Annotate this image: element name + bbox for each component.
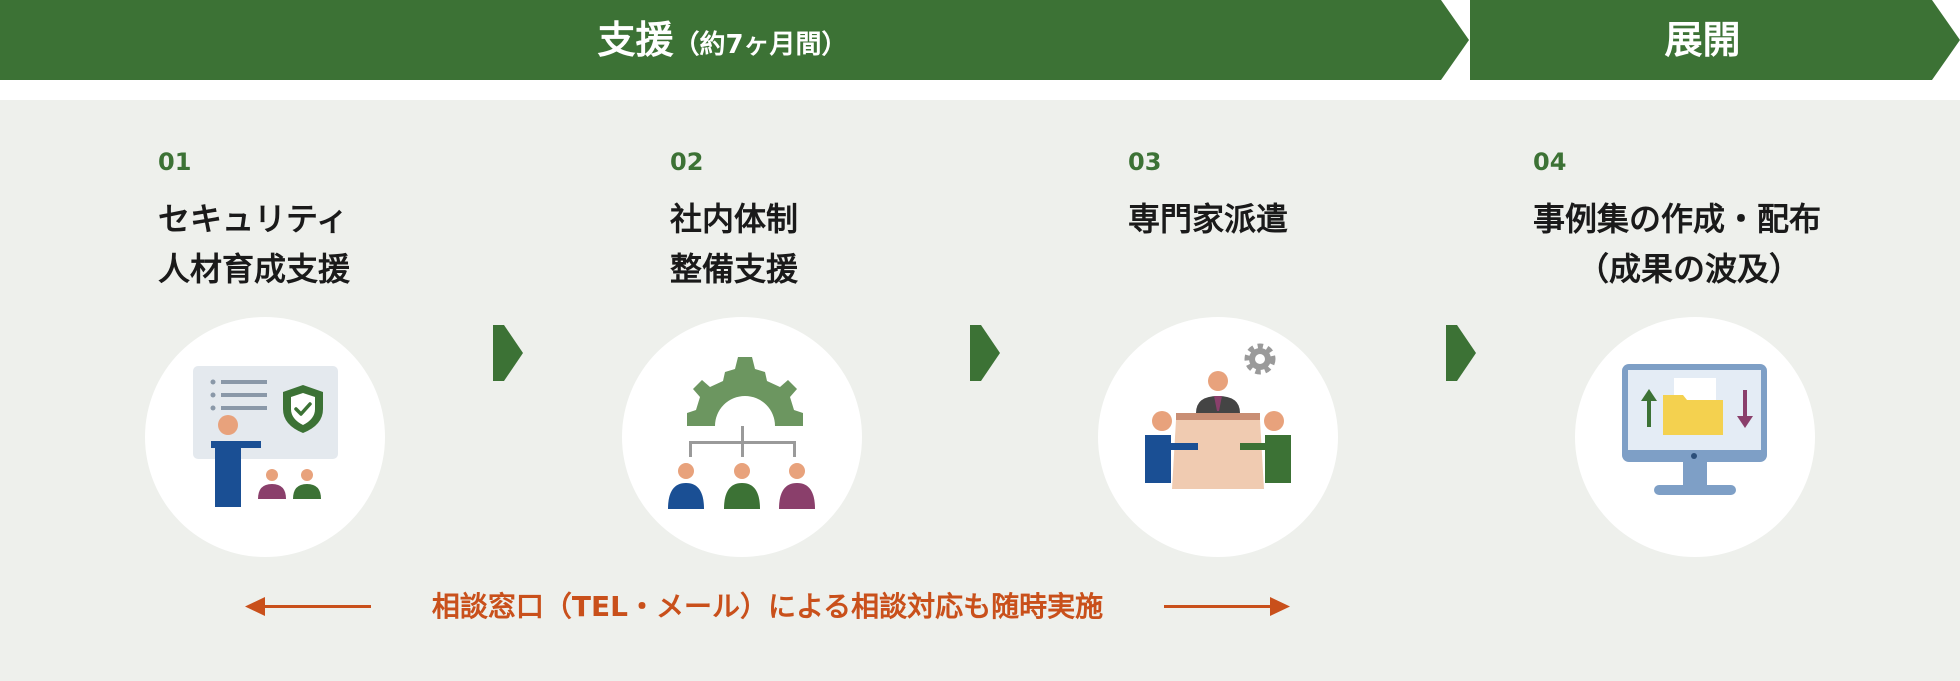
right-arrow-icon [1164,597,1290,616]
monitor-folder-transfer-icon [1622,364,1767,495]
step-title: セキュリティ 人材育成支援 [158,194,350,294]
deploy-phase-arrow [1470,0,1960,80]
support-phase-label: 支援（約7ヶ月間） [0,0,1445,80]
steps-panel: 01 セキュリティ 人材育成支援 [0,100,1960,681]
step-title: 事例集の作成・配布 （成果の波及） [1533,194,1821,294]
step-title-line: （成果の波及） [1577,250,1802,288]
gear-organization-icon [668,357,815,509]
step-arrow-icon [493,325,523,381]
support-phase-arrow [0,0,1469,80]
phase-banner: 支援（約7ヶ月間） 展開 [0,0,1960,80]
step-number: 01 [158,148,192,176]
deploy-phase-label: 展開 [1664,18,1741,62]
step-title-line: 人材育成支援 [158,250,351,288]
step-number: 03 [1128,148,1162,176]
phase-banner-shapes [0,0,1960,80]
support-phase-title: 支援 [597,18,674,62]
support-phase-duration: （約7ヶ月間） [673,30,848,60]
step-title: 社内体制 整備支援 [670,194,798,294]
step-icon-circle [622,317,862,557]
step-number: 02 [670,148,704,176]
step-icon-circle [145,317,385,557]
step-number: 04 [1533,148,1567,176]
step-icon-circle [1575,317,1815,557]
step-title-line: 事例集の作成・配布 [1533,200,1822,238]
step-title: 専門家派遣 [1128,194,1288,244]
step-title-line: 整備支援 [670,250,799,288]
step-arrow-icon [970,325,1000,381]
contact-note-text: 相談窓口（TEL・メール）による相談対応も随時実施 [431,590,1104,623]
step-title-line: 社内体制 [670,200,799,238]
step-title-line: 専門家派遣 [1128,200,1289,238]
step-icon-circle [1098,317,1338,557]
left-arrow-icon [245,597,371,616]
step-title-line: セキュリティ [158,200,349,238]
trainer-presentation-icon [193,366,338,507]
step-arrow-icon [1446,325,1476,381]
contact-note: 相談窓口（TEL・メール）による相談対応も随時実施 [245,587,1290,627]
expert-meeting-icon [1145,343,1291,489]
